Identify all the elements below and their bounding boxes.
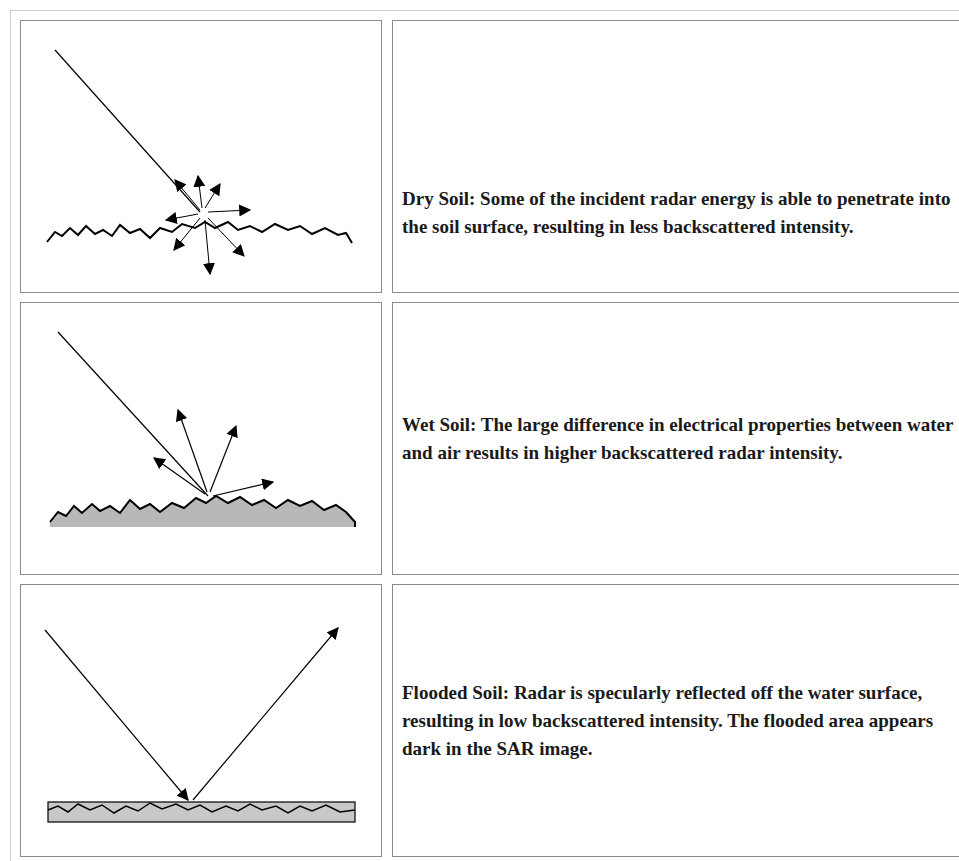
description-cell: Wet Soil: The large difference in electr… xyxy=(392,302,959,575)
wet-soil-illustration xyxy=(50,332,355,527)
image-cell xyxy=(21,303,382,575)
dry-soil-illustration xyxy=(47,50,352,274)
description-cell: Flooded Soil: Radar is specularly reflec… xyxy=(392,584,959,857)
soil-description: Flooded Soil: Radar is specularly reflec… xyxy=(402,679,957,763)
description-cell: Dry Soil: Some of the incident radar ene… xyxy=(392,20,959,293)
image-cell xyxy=(21,21,382,293)
soil-description: Dry Soil: Some of the incident radar ene… xyxy=(402,185,957,241)
flooded-soil-illustration xyxy=(45,628,355,822)
soil-description: Wet Soil: The large difference in electr… xyxy=(402,411,957,467)
image-cell xyxy=(21,585,382,857)
